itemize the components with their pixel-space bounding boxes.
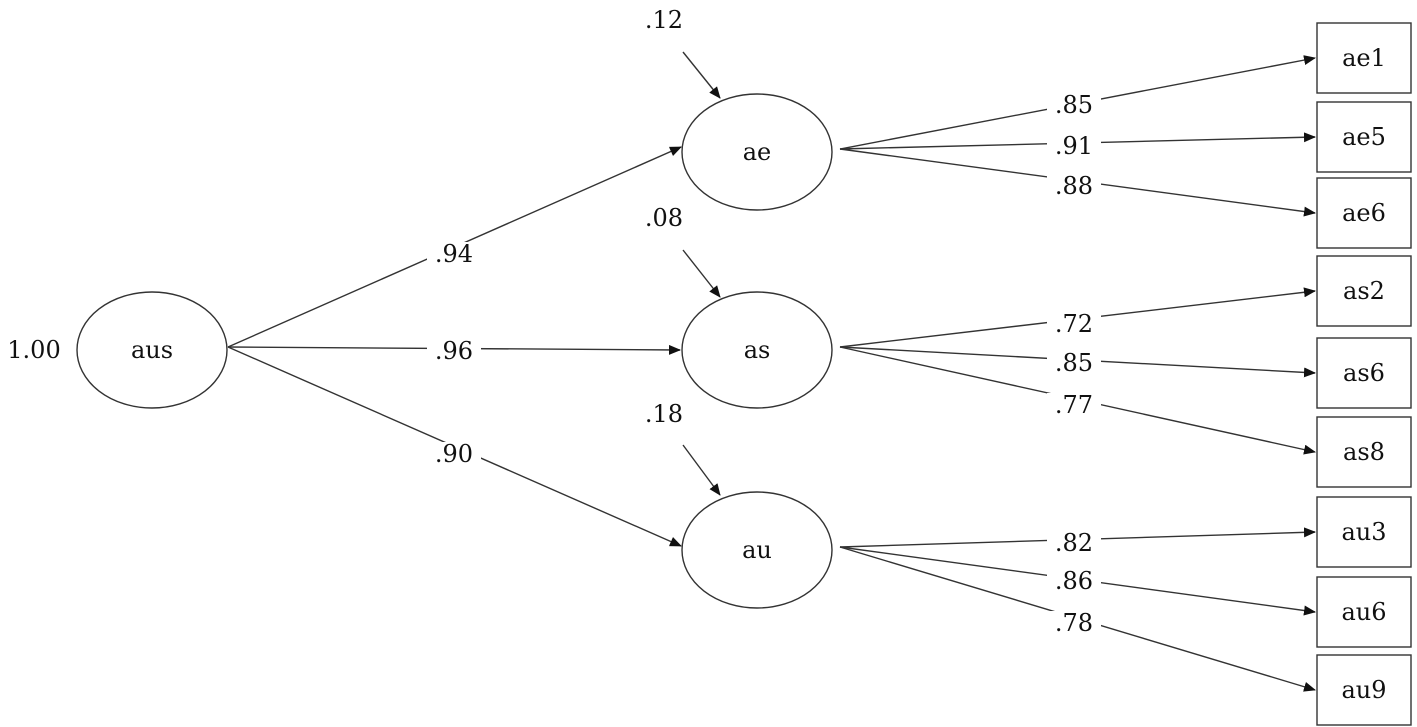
coefficient-label-aus-as: .96 xyxy=(435,337,473,365)
indicator-label-as2: as2 xyxy=(1343,277,1385,305)
indicator-as8: as8 xyxy=(1316,416,1412,488)
indicator-box-as2 xyxy=(1316,255,1412,327)
indicator-label-au3: au3 xyxy=(1341,518,1386,546)
nodes-layer: aus ae as au ae1 ae5 ae6 as2 as6 as8 au3 au6 au9 xyxy=(76,22,1412,726)
coefficient-backing-au9 xyxy=(1047,611,1101,637)
residual-arrow-ae xyxy=(682,51,721,99)
coefficient-backing-ae5 xyxy=(1047,134,1101,160)
indicator-box-au3 xyxy=(1316,496,1412,568)
latent-ellipse-as xyxy=(681,291,833,409)
indicator-label-au6: au6 xyxy=(1341,598,1386,626)
indicator-ae6: ae6 xyxy=(1316,177,1412,249)
indicator-box-ae5 xyxy=(1316,101,1412,173)
indicator-au9: au9 xyxy=(1316,654,1412,726)
latent-ellipse-au xyxy=(681,491,833,609)
coefficient-backing-as8 xyxy=(1047,393,1101,419)
indicator-box-as6 xyxy=(1316,337,1412,409)
indicator-label-ae1: ae1 xyxy=(1342,44,1386,72)
indicator-box-as8 xyxy=(1316,416,1412,488)
latent-label-as: as xyxy=(744,336,771,364)
coefficient-label-as-as2: .72 xyxy=(1055,310,1093,338)
coefficient-label-au-au6: .86 xyxy=(1055,567,1093,595)
coefficient-label-aus-ae: .94 xyxy=(435,240,473,268)
coefficient-label-as-as6: .85 xyxy=(1055,349,1093,377)
coefficient-backing-as6 xyxy=(1047,351,1101,377)
latent-factor-au: au xyxy=(681,491,833,609)
indicator-box-au9 xyxy=(1316,654,1412,726)
indicator-box-au6 xyxy=(1316,576,1412,648)
indicator-label-as6: as6 xyxy=(1343,359,1385,387)
variance-label-aus: 1.00 xyxy=(7,336,60,364)
latent-label-aus: aus xyxy=(131,336,173,364)
coefficient-backing-ae1 xyxy=(1047,93,1101,119)
indicator-box-ae6 xyxy=(1316,177,1412,249)
indicator-au6: au6 xyxy=(1316,576,1412,648)
indicator-ae5: ae5 xyxy=(1316,101,1412,173)
latent-label-ae: ae xyxy=(743,138,772,166)
coefficient-label-au-au9: .78 xyxy=(1055,609,1093,637)
indicator-as6: as6 xyxy=(1316,337,1412,409)
latent-factor-ae: ae xyxy=(681,93,833,211)
coefficient-label-ae-ae6: .88 xyxy=(1055,172,1093,200)
latent-label-au: au xyxy=(742,536,772,564)
coefficient-label-ae-ae1: .85 xyxy=(1055,91,1093,119)
indicator-label-as8: as8 xyxy=(1343,438,1385,466)
residual-arrow-as xyxy=(682,249,721,298)
residual-arrow-au xyxy=(682,444,721,496)
coefficient-label-as-as8: .77 xyxy=(1055,391,1093,419)
latent-ellipse-ae xyxy=(681,93,833,211)
coefficient-label-au-au3: .82 xyxy=(1055,529,1093,557)
coefficient-backing-au3 xyxy=(1047,531,1101,557)
residual-label-ae: .12 xyxy=(645,6,683,34)
indicator-as2: as2 xyxy=(1316,255,1412,327)
indicator-au3: au3 xyxy=(1316,496,1412,568)
coefficient-backing-as xyxy=(427,339,481,365)
coefficient-label-ae-ae5: .91 xyxy=(1055,132,1093,160)
coefficient-backing-au xyxy=(427,442,481,468)
indicator-label-au9: au9 xyxy=(1341,676,1386,704)
residual-label-as: .08 xyxy=(645,204,683,232)
latent-ellipse-aus xyxy=(76,291,228,409)
latent-factor-as: as xyxy=(681,291,833,409)
coefficient-backing-ae xyxy=(427,242,481,268)
coefficient-backing-au6 xyxy=(1047,569,1101,595)
labels-layer: 1.00 .12 .08 .18 .94 .96 .90 .85 .91 .88 .72 .85 .77… xyxy=(7,6,1101,637)
coefficient-backing-ae6 xyxy=(1047,174,1101,200)
indicator-ae1: ae1 xyxy=(1316,22,1412,94)
residual-label-au: .18 xyxy=(645,400,683,428)
coefficient-backing-as2 xyxy=(1047,312,1101,338)
indicator-label-ae5: ae5 xyxy=(1342,123,1386,151)
indicator-label-ae6: ae6 xyxy=(1342,199,1386,227)
coefficient-label-aus-au: .90 xyxy=(435,440,473,468)
indicator-box-ae1 xyxy=(1316,22,1412,94)
latent-factor-aus: aus xyxy=(76,291,228,409)
